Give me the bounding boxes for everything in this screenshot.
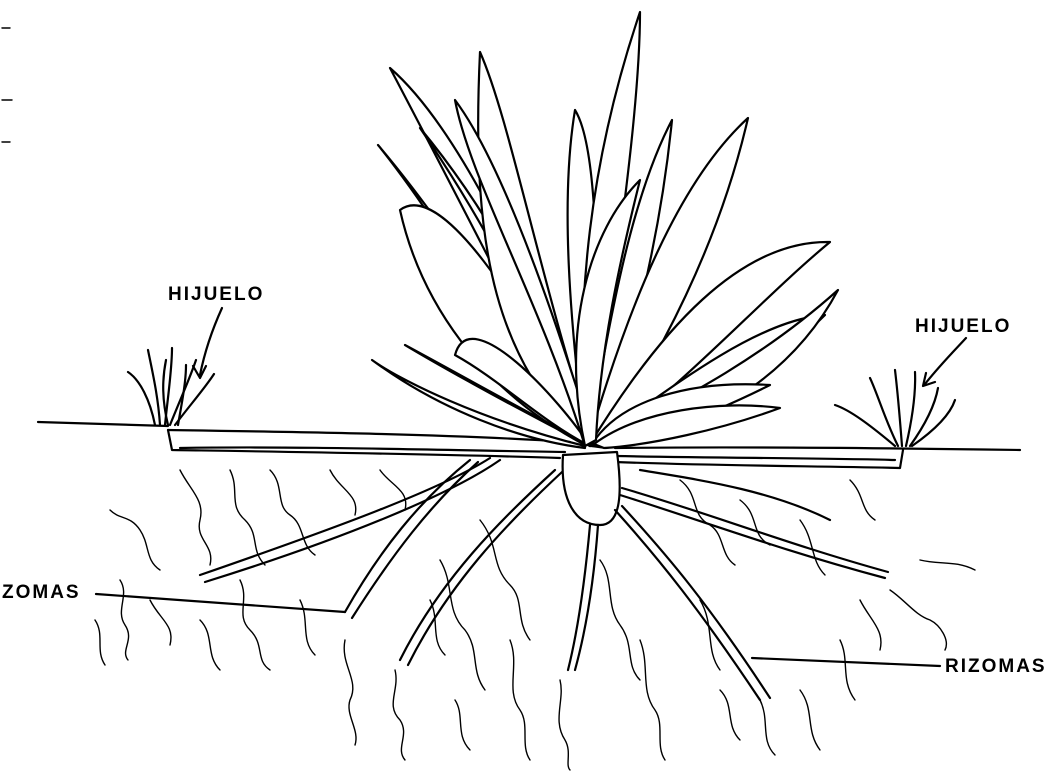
- label-rizomas-left: ZOMAS: [2, 582, 81, 603]
- hijuelo-left-plant: [128, 348, 214, 425]
- plant-base: [563, 452, 620, 525]
- label-hijuelo-left-group: HIJUELO: [168, 284, 264, 378]
- agave-leaves: [372, 12, 838, 448]
- rhizomes-diagonal: [200, 458, 888, 700]
- hijuelo-right-plant: [835, 370, 955, 446]
- label-rizomas-right: RIZOMAS: [945, 656, 1047, 677]
- page-edge-marks: [2, 28, 12, 142]
- fibrous-roots: [95, 470, 975, 770]
- leader-hijuelo-left: [200, 308, 222, 375]
- label-hijuelo-right: HIJUELO: [915, 316, 1011, 337]
- label-rizomas-left-group: ZOMAS: [2, 582, 345, 612]
- label-hijuelo-right-group: HIJUELO: [915, 316, 1011, 386]
- leader-hijuelo-right: [925, 338, 966, 384]
- label-hijuelo-left: HIJUELO: [168, 284, 264, 305]
- leader-rizomas-left: [96, 594, 345, 612]
- label-rizomas-right-group: RIZOMAS: [752, 656, 1047, 677]
